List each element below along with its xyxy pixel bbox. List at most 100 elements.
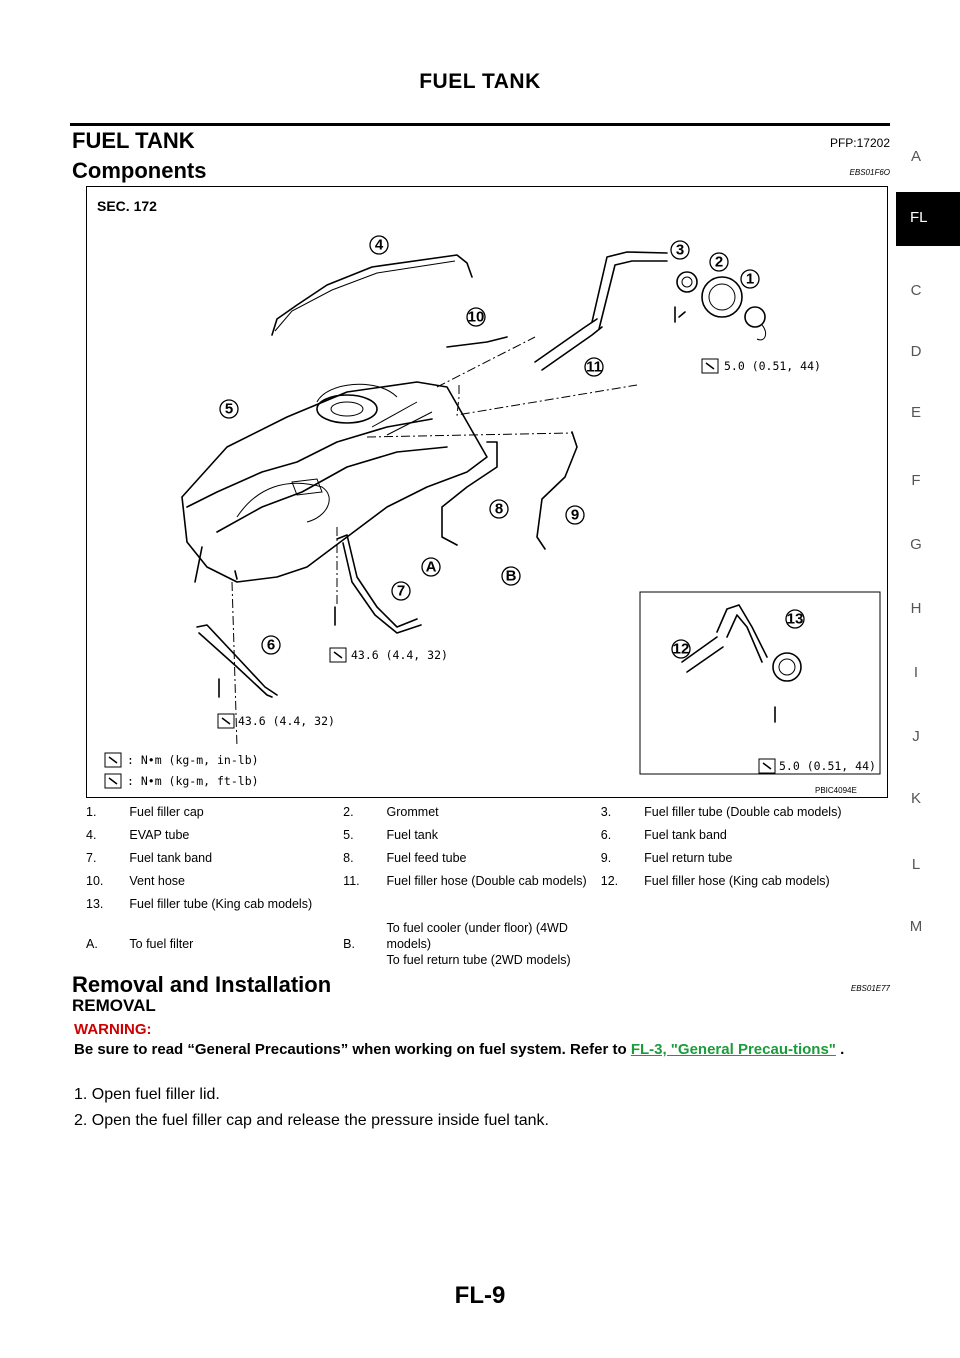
callout-6: 6 — [261, 635, 281, 655]
torque-wrench-icon — [217, 713, 235, 729]
removal-code: EBS01E77 — [850, 984, 890, 993]
sidebar-letter-e[interactable]: E — [910, 404, 921, 421]
components-code: EBS01F6O — [849, 168, 890, 177]
svg-text:7: 7 — [397, 583, 405, 600]
svg-text:B: B — [506, 568, 517, 585]
torque-wrench-icon — [104, 752, 122, 768]
sidebar-letter-k[interactable]: K — [910, 790, 921, 807]
callout-12: 12 — [671, 639, 691, 659]
table-row: A.To fuel filter B. To fuel cooler (unde… — [86, 921, 571, 967]
sidebar-letter-g[interactable]: G — [910, 536, 922, 553]
callout-5: 5 — [219, 399, 239, 419]
svg-text:11: 11 — [586, 359, 602, 376]
filler-cap-drawing — [744, 306, 766, 328]
sidebar-letter-f[interactable]: F — [911, 472, 921, 489]
callout-11: 11 — [584, 357, 604, 377]
warning-title: WARNING: — [74, 1021, 152, 1038]
king-cab-filler-tube-drawing — [716, 604, 768, 663]
fuel-return-tube-drawing — [536, 431, 578, 550]
sidebar-letter-d[interactable]: D — [910, 343, 922, 360]
torque-wrench-icon — [104, 773, 122, 789]
removal-step-1: 1. Open fuel filler lid. — [74, 1086, 220, 1103]
callout-10: 10 — [466, 307, 486, 327]
sidebar-letter-j[interactable]: J — [912, 728, 920, 745]
grommet-drawing — [701, 276, 743, 318]
callout-b: B — [501, 566, 521, 586]
tank-band-6-drawing — [196, 624, 278, 696]
callout-13: 13 — [785, 609, 805, 629]
svg-text:4: 4 — [375, 237, 384, 254]
page-header: FUEL TANK — [419, 70, 541, 93]
svg-text:6: 6 — [267, 637, 275, 654]
torque-wrench-icon — [758, 758, 776, 774]
table-row: 1.Fuel filler cap 2.Grommet 3.Fuel fille… — [86, 804, 842, 819]
sidebar-letter-a[interactable]: A — [910, 148, 921, 165]
parts-table: 1.Fuel filler cap 2.Grommet 3.Fuel fille… — [86, 800, 870, 973]
svg-text:1: 1 — [746, 271, 754, 288]
torque-label-2: 43.6 (4.4, 32) — [329, 647, 448, 663]
table-row: 13.Fuel filler tube (King cab models) — [86, 896, 313, 911]
removal-heading: Removal and Installation — [72, 972, 332, 997]
evap-tube-drawing — [271, 254, 473, 336]
page-number: FL-9 — [454, 1282, 506, 1309]
svg-text:2: 2 — [715, 254, 723, 271]
svg-text:10: 10 — [468, 309, 485, 326]
king-cab-filler-hose-drawing — [681, 636, 724, 673]
components-diagram: SEC. 172 — [86, 186, 888, 798]
header-rule — [70, 123, 890, 126]
svg-text:5.0 (0.51, 44): 5.0 (0.51, 44) — [779, 759, 876, 773]
figure-code: PBIC4094E — [815, 786, 857, 795]
torque-wrench-icon — [701, 358, 719, 374]
svg-text:13: 13 — [787, 611, 804, 628]
vent-hose-drawing — [446, 336, 508, 348]
table-row: 7.Fuel tank band 8.Fuel feed tube 9.Fuel… — [86, 850, 733, 865]
diagram-drawing: SEC. 172 — [97, 198, 881, 795]
svg-text:8: 8 — [495, 501, 503, 518]
sidebar-tab-active[interactable]: FL — [896, 192, 960, 246]
tank-band-7-drawing — [336, 534, 418, 628]
warning-reference-link[interactable]: FL-3, "General Precau-tions" — [630, 1041, 836, 1058]
removal-step-2: 2. Open the fuel filler cap and release … — [74, 1112, 549, 1129]
table-row: 10.Vent hose 11.Fuel filler hose (Double… — [86, 873, 830, 888]
pfp-code: PFP:17202 — [829, 136, 890, 150]
torque-label-4: 5.0 (0.51, 44) — [758, 758, 876, 774]
callout-3: 3 — [670, 240, 690, 260]
svg-text:12: 12 — [673, 641, 690, 658]
torque-legend: : N•m (kg-m, in-lb) : N•m (kg-m, ft-lb) — [104, 752, 259, 789]
callout-a: A — [421, 557, 441, 577]
callout-7: 7 — [391, 581, 411, 601]
inset-box — [639, 591, 881, 775]
warning-text: Be sure to read “General Precautions” wh… — [74, 1041, 845, 1058]
fuel-feed-tube-drawing — [441, 441, 498, 546]
svg-text:43.6 (4.4, 32): 43.6 (4.4, 32) — [238, 714, 335, 728]
svg-text:: N•m (kg-m, in-lb): : N•m (kg-m, in-lb) — [127, 753, 259, 767]
fuel-tank-drawing — [181, 381, 488, 583]
svg-text:43.6 (4.4, 32): 43.6 (4.4, 32) — [351, 648, 448, 662]
section-title: FUEL TANK — [72, 128, 195, 153]
components-heading: Components — [72, 158, 207, 183]
svg-text:A: A — [426, 559, 437, 576]
sec-label: SEC. 172 — [97, 198, 157, 214]
svg-text:5: 5 — [225, 401, 233, 418]
callout-9: 9 — [565, 505, 585, 525]
callout-8: 8 — [489, 499, 509, 519]
torque-label-1: 5.0 (0.51, 44) — [701, 358, 821, 374]
svg-text:9: 9 — [571, 507, 579, 524]
callout-4: 4 — [369, 235, 389, 255]
filler-tube-neck-drawing — [676, 271, 698, 293]
removal-subheading: REMOVAL — [72, 996, 156, 1015]
sidebar-tab-label: FL — [910, 209, 928, 226]
torque-label-3: 43.6 (4.4, 32) — [217, 713, 335, 729]
torque-wrench-icon — [329, 647, 347, 663]
sidebar-letter-c[interactable]: C — [910, 282, 922, 299]
sidebar-letter-i[interactable]: I — [913, 664, 919, 681]
callout-2: 2 — [709, 252, 729, 272]
svg-text:: N•m (kg-m, ft-lb): : N•m (kg-m, ft-lb) — [127, 774, 259, 788]
callout-1: 1 — [740, 269, 760, 289]
sidebar-letter-h[interactable]: H — [910, 600, 922, 617]
svg-text:3: 3 — [676, 242, 684, 259]
sidebar-letter-m[interactable]: M — [909, 918, 923, 935]
sidebar-letter-l[interactable]: L — [911, 856, 921, 873]
table-row: 4.EVAP tube 5.Fuel tank 6.Fuel tank band — [86, 827, 727, 842]
svg-text:5.0 (0.51, 44): 5.0 (0.51, 44) — [724, 359, 821, 373]
